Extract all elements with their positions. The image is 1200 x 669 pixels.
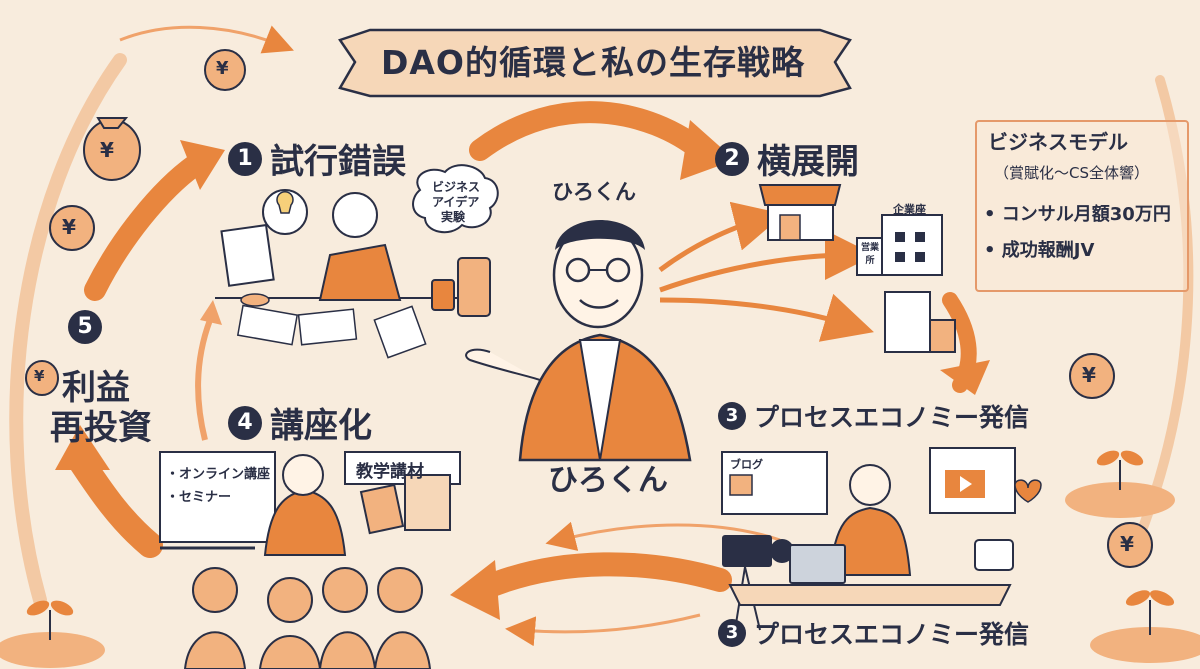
step-5-badge-wrap: 5: [68, 310, 110, 344]
step-3-bottom-text: プロセスエコノミー発信: [754, 620, 1030, 649]
building-sign: 企業座: [893, 203, 926, 216]
step-5-badge: 5: [68, 310, 102, 344]
course-scene: [159, 451, 461, 669]
shop-building-icon: [758, 184, 842, 241]
arrow-step4-to-step1: [195, 318, 213, 441]
board-item-online-course: ・オンライン講座: [166, 467, 271, 482]
blog-label: ブログ: [730, 458, 763, 471]
arrow-center-to-tower: [659, 293, 874, 342]
center-name-bottom: ひろくん: [548, 463, 668, 498]
tower-building-icon: [884, 291, 956, 353]
center-name-top: ひろくん: [552, 180, 636, 204]
arrow-step3-to-step4: [468, 552, 732, 602]
money-bag-icon-top: [83, 117, 141, 181]
money-bag-yen-text: ¥: [100, 138, 114, 162]
arrowhead-step4-to-step1: [200, 300, 222, 325]
step-3-text: プロセスエコノミー発信: [754, 403, 1030, 432]
step-5-text-line2: 再投資: [50, 408, 152, 448]
center-person-illustration: [465, 220, 692, 462]
arrowhead-step2-to-step3: [940, 360, 990, 395]
arrow-center-to-shop: [658, 201, 785, 273]
idea-bubble-line1: ビジネス: [432, 180, 481, 194]
coin-1-yen-text: ¥: [216, 58, 229, 79]
small-bag-yen-text: ¥: [34, 367, 45, 385]
arrowhead-step3-to-step4: [450, 560, 500, 620]
page-title: DAO的循環と私の生存戦略: [381, 43, 805, 82]
board-item-seminar: ・セミナー: [166, 490, 232, 505]
step-3-badge: 3: [718, 402, 746, 430]
title-banner-ribbon: [338, 28, 852, 98]
decor-swoosh-left: [9, 53, 127, 607]
decor-arrow-top-left: [119, 25, 294, 54]
step-1-text: 試行錯誤: [270, 142, 406, 182]
arrow-step4-to-step5: [67, 447, 163, 558]
business-model-box: [975, 120, 1189, 292]
coin-3-yen-text: ¥: [1082, 363, 1096, 387]
business-model-item-consulting: • コンサル月額30万円: [984, 204, 1171, 225]
step-4-badge: 4: [228, 405, 262, 440]
trial-scene: [215, 189, 491, 359]
plant-sprout-left: [0, 600, 105, 668]
business-model-subtitle: （賞賦化〜CS全体響）: [994, 164, 1149, 182]
side-sign: 営業所: [860, 243, 879, 266]
business-model-title: ビジネスモデル: [988, 130, 1128, 154]
arrow-step5-to-step1: [84, 154, 206, 301]
decor-arrow-bottom-1: [545, 521, 781, 551]
step-4-text: 講座化: [270, 406, 372, 446]
office-building-icon: [856, 214, 943, 276]
yen-coin-icon-1: [204, 49, 246, 91]
step-2-text: 横展開: [757, 142, 859, 182]
arrowhead-step5-to-step1: [180, 140, 225, 190]
step-3-label: 3 プロセスエコノミー発信: [718, 398, 1029, 434]
step-3-bottom-label: 3 プロセスエコノミー発信: [718, 615, 1029, 651]
decor-arrow-bottom-2: [505, 613, 701, 647]
plant-sprout-right: [1065, 450, 1200, 663]
idea-bubble: [412, 164, 499, 234]
coin-2-yen-text: ¥: [62, 215, 76, 239]
yen-coin-icon-3: [1069, 353, 1115, 399]
step-1-badge: 1: [228, 141, 262, 176]
materials-label: 教学講材: [356, 462, 424, 482]
yen-coin-icon-4: [1107, 522, 1153, 568]
broadcast-scene: [721, 447, 1042, 631]
step-2-badge: 2: [715, 141, 749, 176]
idea-bubble-line2: アイデア: [432, 195, 480, 209]
arrow-step1-to-step2: [469, 101, 711, 161]
yen-coin-icon-2: [49, 205, 95, 251]
coin-4-yen-text: ¥: [1120, 532, 1134, 556]
arrowhead-step4-to-step5: [55, 425, 110, 470]
idea-bubble-line3: 実験: [441, 210, 466, 224]
money-bag-icon-small: [25, 360, 59, 396]
business-model-item-jv: • 成功報酬JV: [984, 240, 1095, 261]
step-3-bottom-badge: 3: [718, 619, 746, 647]
arrow-center-to-office: [659, 230, 875, 293]
step-5-text-line1: 利益: [62, 368, 130, 408]
